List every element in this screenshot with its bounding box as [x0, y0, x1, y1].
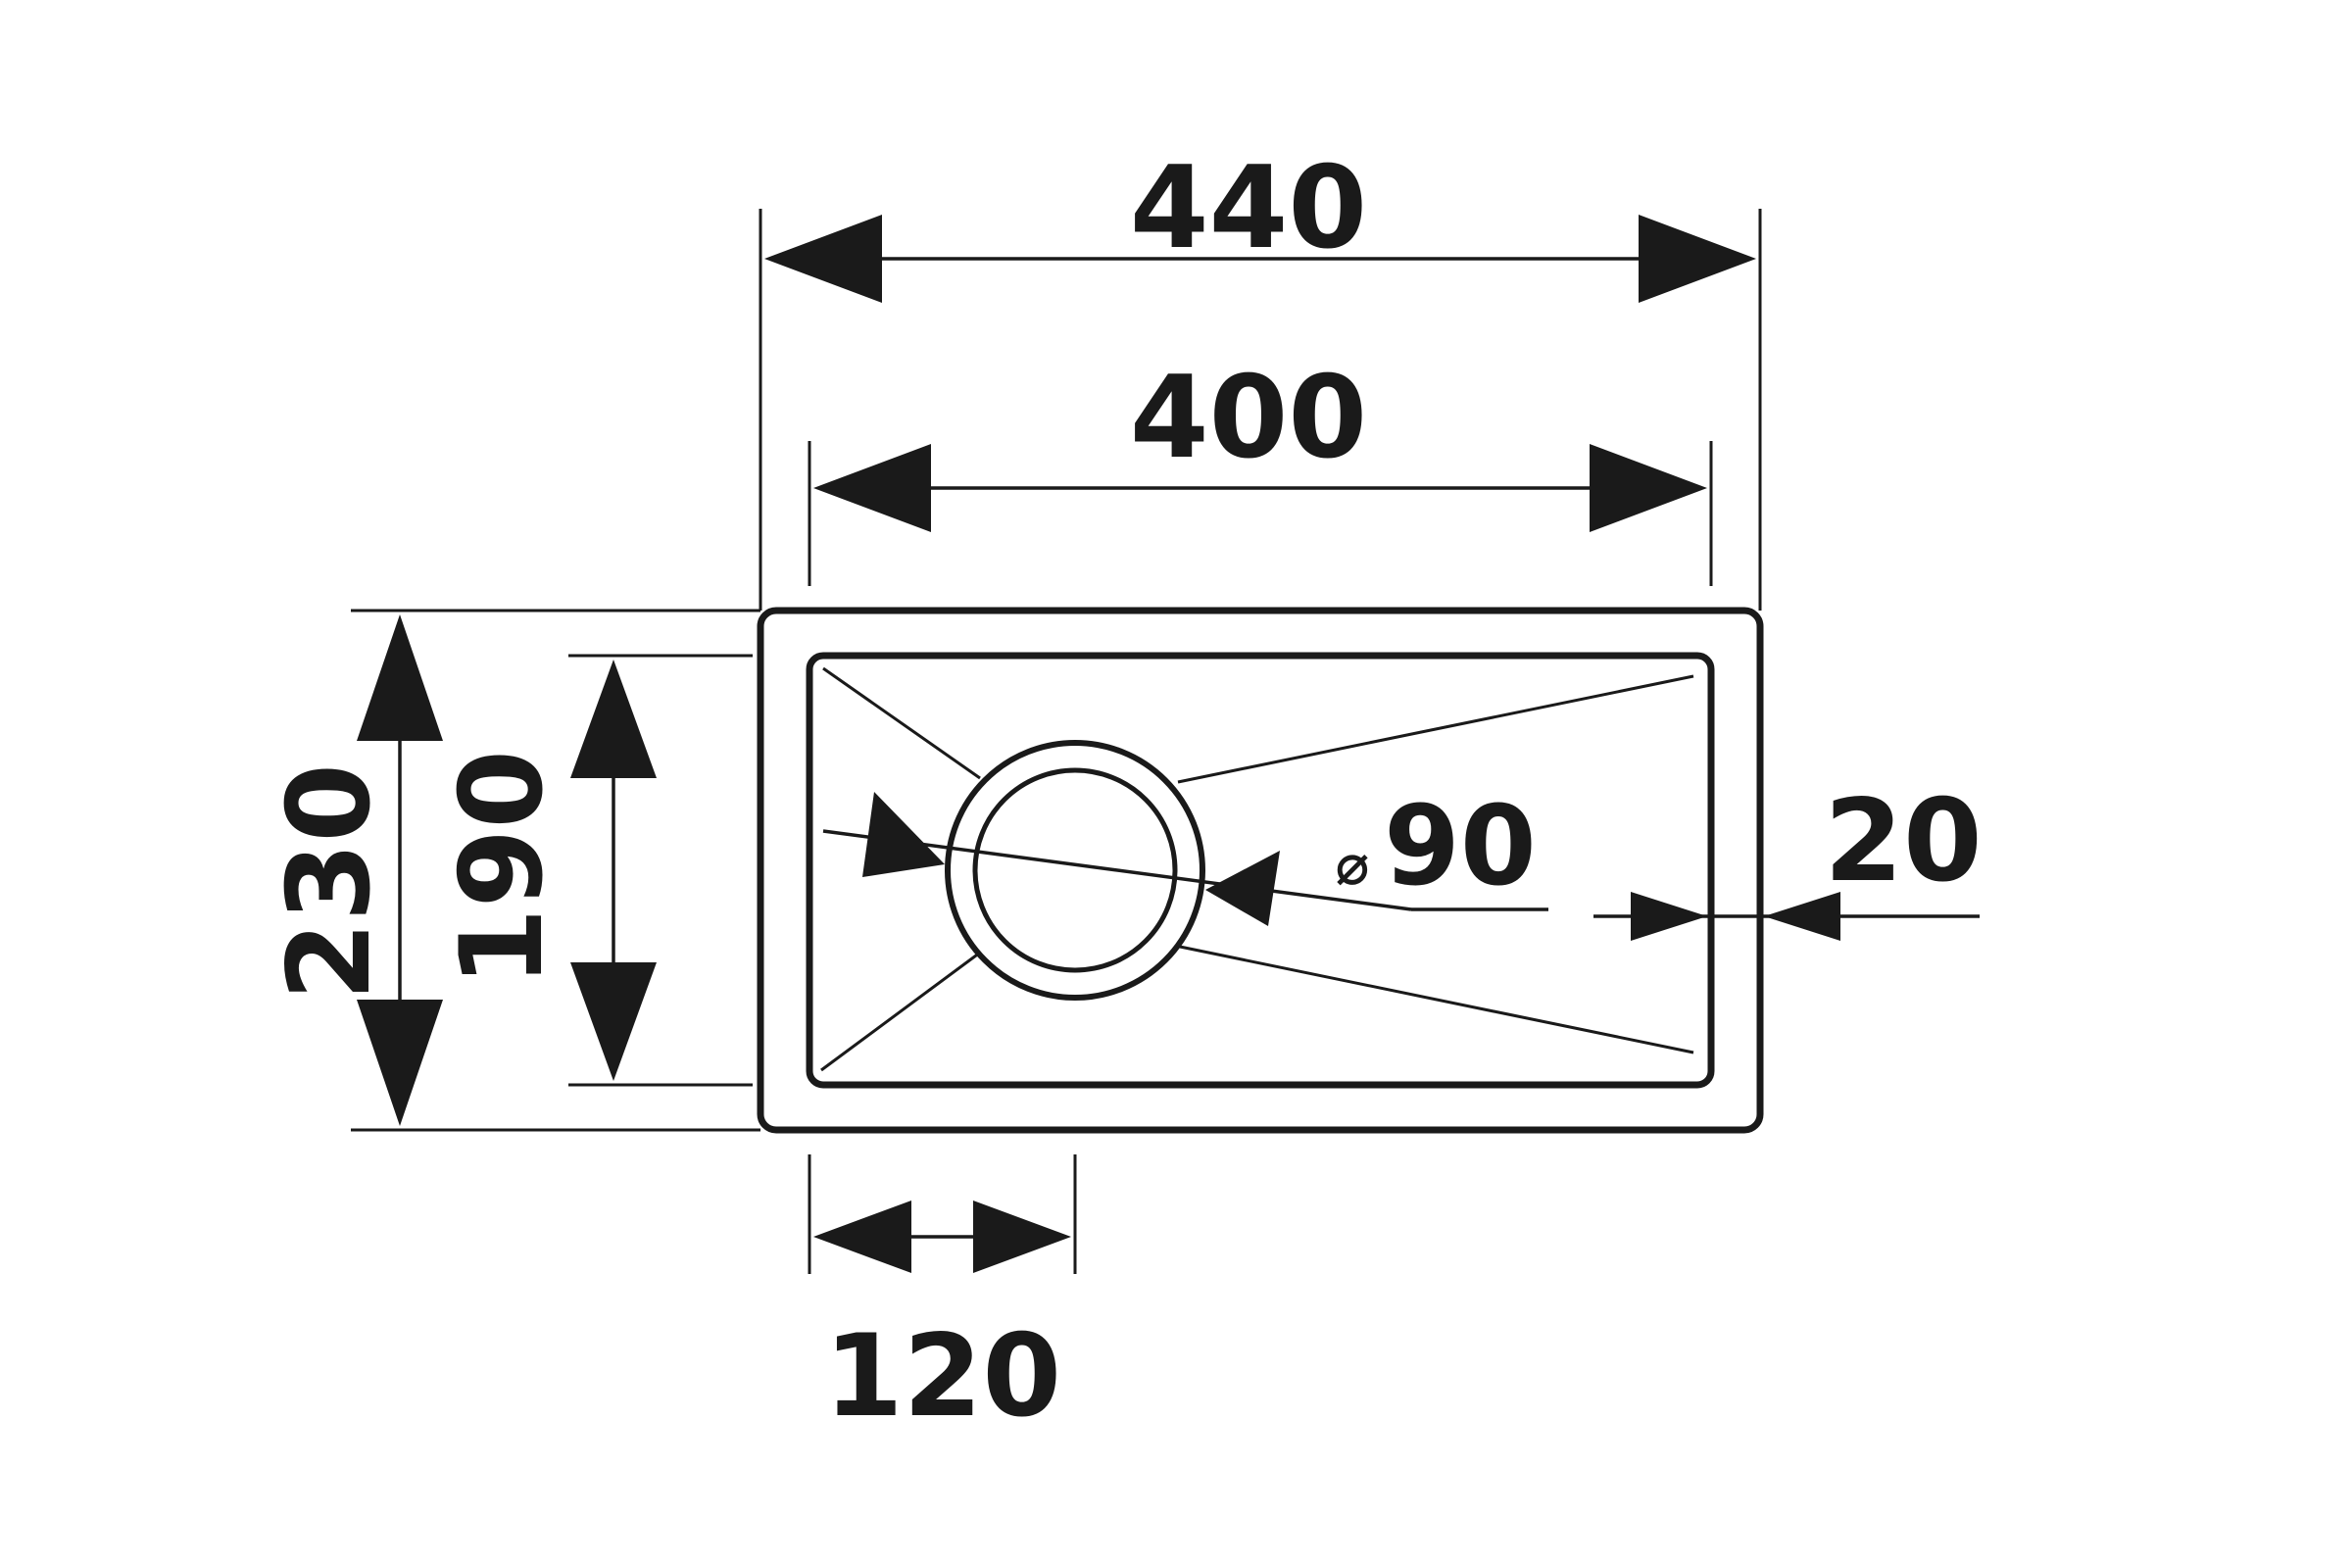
overall-width-dimension: 440 [759, 142, 1762, 611]
drain-diameter-label: 90 [1384, 783, 1537, 910]
arrow-icon [1590, 444, 1707, 532]
drain-outer-ring [945, 740, 1205, 1001]
sink-outline [757, 607, 1764, 1134]
drain-offset-dimension: 120 [808, 1154, 1077, 1443]
arrow-icon [570, 660, 657, 778]
slope-line-top-left [822, 666, 981, 780]
arrow-icon [1205, 851, 1280, 926]
slope-line-top-right [1177, 674, 1694, 784]
slope-line-bottom-left [820, 951, 981, 1072]
drain-offset-label: 120 [824, 1310, 1061, 1443]
arrow-icon [813, 1200, 911, 1273]
diameter-symbol: ⌀ [1336, 831, 1370, 898]
drain-diameter-dimension: ⌀ 90 [822, 783, 1548, 926]
inner-depth-label: 190 [436, 750, 568, 987]
arrow-icon [764, 215, 882, 303]
arrow-icon [973, 1200, 1071, 1273]
sink-inner-bowl [806, 652, 1715, 1089]
sink-outer-rim [757, 607, 1764, 1134]
overall-depth-label: 230 [264, 763, 396, 1001]
arrow-icon [1764, 892, 1840, 941]
arrow-icon [1631, 892, 1707, 941]
arrow-icon [862, 792, 945, 877]
slope-line-bottom-right [1179, 945, 1694, 1054]
rim-width-label: 20 [1824, 775, 1982, 907]
overall-depth-dimension: 230 [264, 609, 760, 1132]
overall-width-label: 440 [1130, 142, 1367, 274]
arrow-icon [1639, 215, 1756, 303]
inner-width-dimension: 400 [808, 352, 1713, 586]
inner-depth-dimension: 190 [436, 654, 753, 1087]
drain-inner-ring [972, 767, 1178, 973]
inner-width-label: 400 [1130, 352, 1367, 484]
arrow-icon [570, 962, 657, 1081]
arrow-icon [813, 444, 931, 532]
arrow-icon [357, 614, 443, 741]
rim-width-dimension: 20 [1593, 775, 1983, 941]
arrow-icon [357, 1000, 443, 1126]
